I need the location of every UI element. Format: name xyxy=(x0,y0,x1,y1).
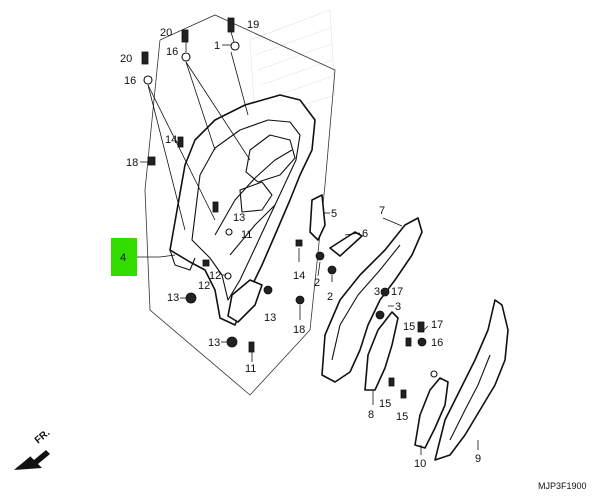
callout-14: 14 xyxy=(293,270,305,282)
inner-cover xyxy=(364,311,399,391)
rear-grab-rail-frame xyxy=(169,94,316,326)
hardware xyxy=(141,17,438,399)
diagram-code: MJP3F1900 xyxy=(538,481,587,491)
callout-11: 11 xyxy=(245,363,256,375)
callout-13: 13 xyxy=(208,337,220,349)
callout-13: 13 xyxy=(167,292,179,304)
callout-15: 15 xyxy=(403,321,415,333)
tail-bracket xyxy=(414,377,449,449)
callout-7: 7 xyxy=(379,205,385,217)
callout-18: 18 xyxy=(293,324,305,336)
callout-20: 20 xyxy=(120,53,132,65)
hook xyxy=(329,231,363,257)
front-direction-arrow: FR. xyxy=(14,427,52,470)
leader-lines xyxy=(135,31,479,455)
callout-14: 14 xyxy=(165,134,177,146)
callout-5: 5 xyxy=(331,208,337,220)
callout-12: 12 xyxy=(209,270,221,282)
callout-15: 15 xyxy=(379,398,391,410)
stay-bracket xyxy=(309,194,326,241)
callout-13: 13 xyxy=(233,212,245,224)
callout-17: 17 xyxy=(431,319,443,331)
callout-10: 10 xyxy=(414,458,426,470)
callout-1: 1 xyxy=(214,40,220,52)
callout-labels: 19 1 20 16 20 16 14 18 13 11 4 12 12 13 … xyxy=(120,19,481,470)
callout-16: 16 xyxy=(166,46,178,58)
callout-16: 16 xyxy=(124,75,136,87)
callout-16: 16 xyxy=(431,337,443,349)
callout-20: 20 xyxy=(160,27,172,39)
callout-11: 11 xyxy=(241,229,252,241)
callout-3: 3 xyxy=(374,286,380,298)
callout-2: 2 xyxy=(327,291,333,303)
rear-cowl-cover xyxy=(434,299,509,461)
callout-12: 12 xyxy=(198,280,210,292)
callout-13: 13 xyxy=(264,312,276,324)
rear-side-cover xyxy=(321,217,423,383)
callout-17: 17 xyxy=(391,286,403,298)
callout-3: 3 xyxy=(395,301,401,313)
callout-15: 15 xyxy=(396,411,408,423)
callout-9: 9 xyxy=(475,453,481,465)
callout-8: 8 xyxy=(368,409,374,421)
callout-6: 6 xyxy=(362,228,368,240)
assembly-frame xyxy=(144,14,336,396)
callout-18: 18 xyxy=(126,157,138,169)
watermark-logo xyxy=(249,9,336,121)
highlight-box xyxy=(111,238,137,276)
direction-label: FR. xyxy=(33,427,53,446)
callout-19: 19 xyxy=(247,19,259,31)
callout-2: 2 xyxy=(314,277,320,289)
callout-4: 4 xyxy=(120,252,126,264)
